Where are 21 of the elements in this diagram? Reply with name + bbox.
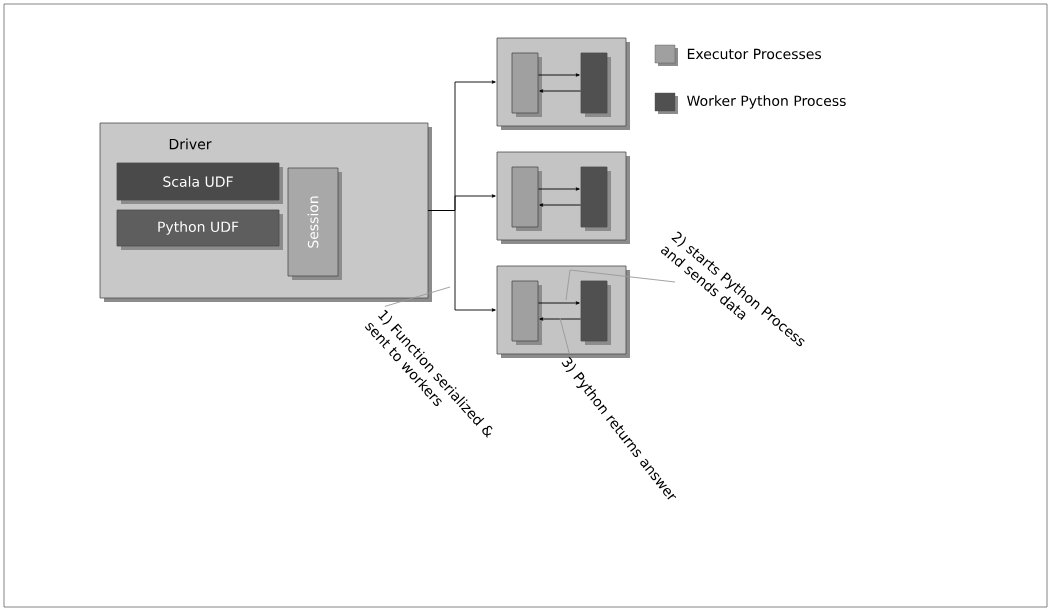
arrow: [539, 89, 582, 93]
arrow: [427, 210, 496, 312]
udf-box: Python UDF: [116, 209, 283, 250]
process-box: [580, 166, 611, 231]
arrow: [539, 203, 582, 207]
leader-line: [565, 269, 676, 301]
session-box: Session: [287, 167, 342, 280]
arrow: [537, 73, 580, 77]
leader-line: [384, 286, 451, 307]
leader-line: [559, 317, 570, 355]
process-box: [511, 52, 542, 117]
legend-label: Worker Python Process: [687, 95, 846, 109]
legend-label: Executor Processes: [687, 48, 822, 60]
process-box: [580, 52, 611, 117]
arrow: [537, 187, 580, 191]
process-box: [511, 280, 542, 345]
arrow: [539, 317, 582, 321]
process-box: [511, 166, 542, 231]
process-box: [580, 280, 611, 345]
udf-box: Scala UDF: [116, 162, 283, 204]
arrow: [537, 301, 580, 305]
